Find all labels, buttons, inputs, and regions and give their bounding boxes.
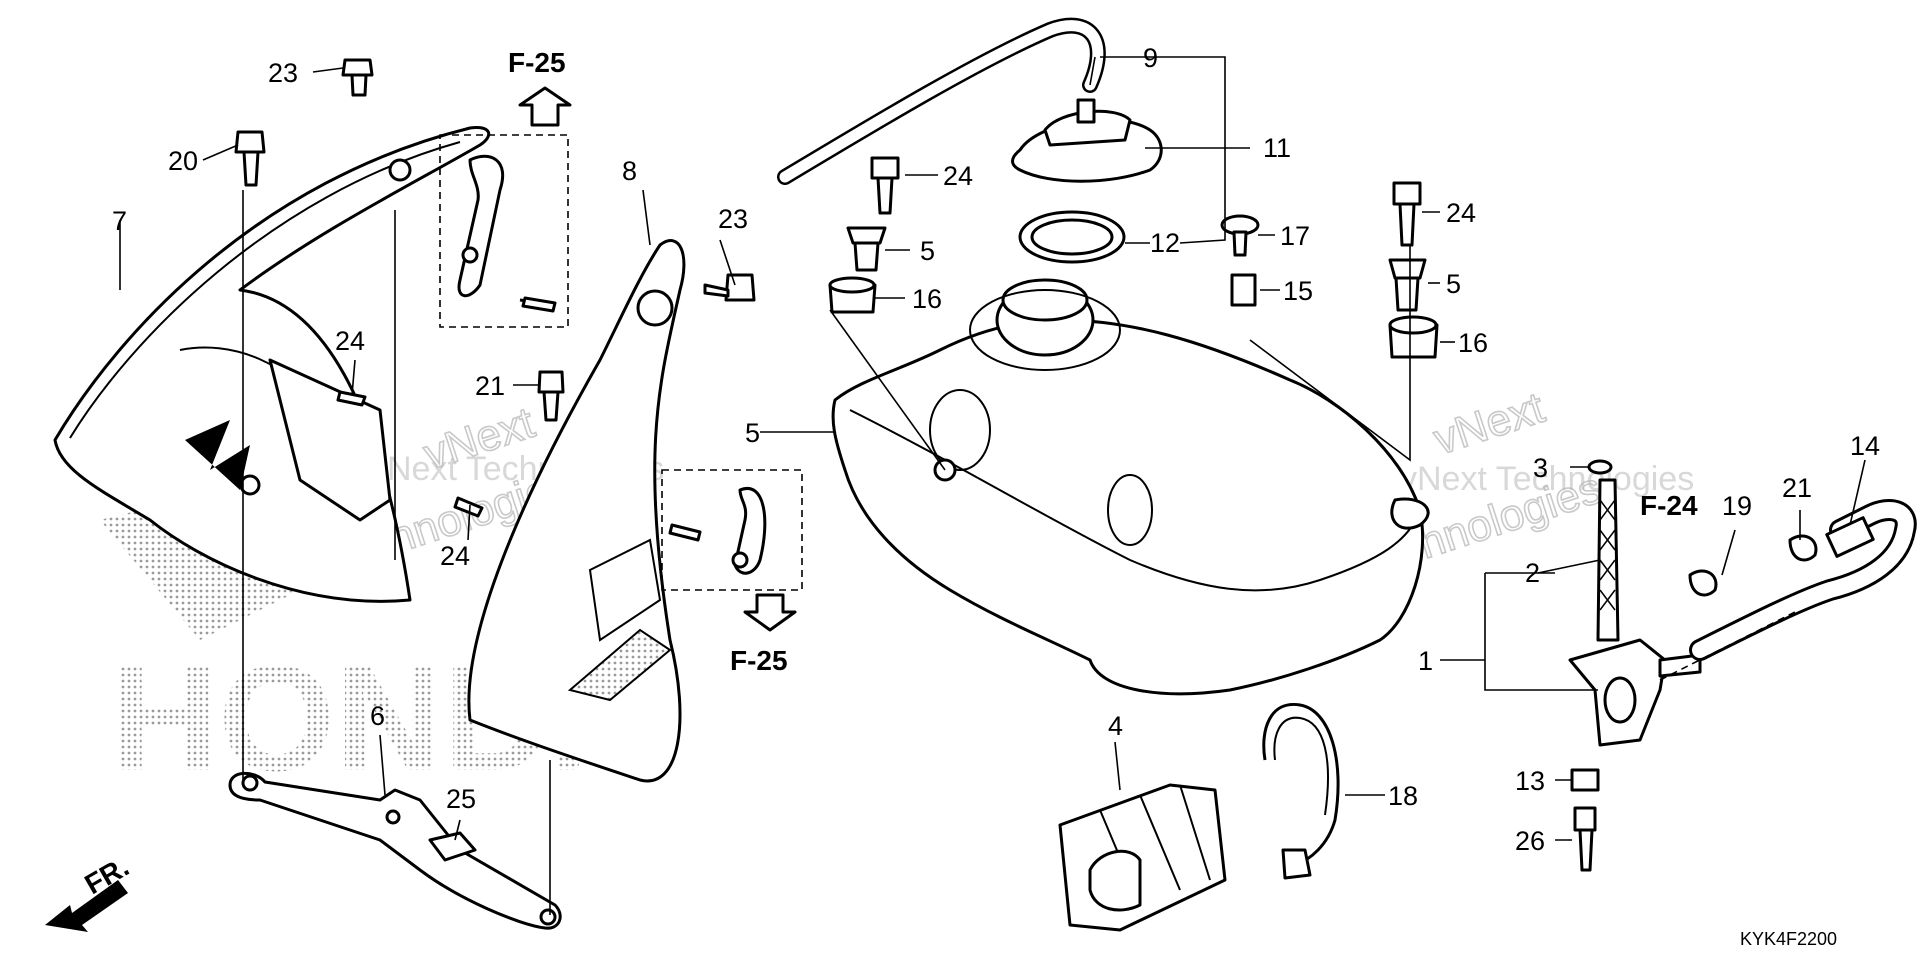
ref-f24-right: F-24	[1640, 490, 1698, 521]
tank-fasteners	[828, 156, 1613, 475]
callout-22-left: 23	[268, 58, 298, 88]
leader-lines	[119, 56, 1866, 915]
callout-1: 1	[1418, 646, 1433, 676]
callout-8: 6	[370, 701, 385, 731]
center-shroud-part-10	[467, 239, 803, 783]
front-direction-arrow-icon	[45, 880, 128, 932]
callout-16-left: 16	[912, 284, 942, 314]
ref-f25-bottom: F-25	[730, 645, 788, 676]
callout-25: 25	[446, 784, 476, 814]
callout-9: 7	[112, 206, 127, 236]
drain-fasteners	[1570, 768, 1600, 872]
callout-11: 11	[1263, 133, 1291, 163]
callout-labels: 7 8 23 20 23 21 24 24 6 25 5 9 11 12 24 …	[112, 43, 1880, 856]
callout-5-left: 5	[920, 236, 935, 266]
callout-4: 4	[1108, 711, 1123, 741]
callout-7: 9	[1143, 43, 1158, 73]
callout-24-right: 24	[1446, 198, 1476, 228]
reference-arrows	[45, 86, 797, 932]
callout-3: 3	[1533, 453, 1548, 483]
tank-band-part-18	[1262, 703, 1340, 880]
diagram-code: KYK4F2200	[1740, 929, 1837, 949]
callout-23-upper: 24	[335, 326, 365, 356]
arrow-up-icon	[518, 86, 572, 127]
wing-logo-left	[185, 420, 250, 490]
callout-10: 8	[622, 156, 637, 186]
fuel-hose-part-14	[1688, 499, 1917, 661]
detail-box-bottom	[661, 469, 803, 591]
fuel-cap-part-11	[1011, 98, 1163, 183]
arrow-down-icon	[743, 593, 797, 632]
watermark-inline-right: vNext Technologies	[1400, 460, 1694, 498]
fuel-valve-part-1	[1568, 478, 1702, 747]
stay-bracket-part-8	[228, 771, 562, 930]
callout-22-center: 23	[718, 204, 748, 234]
callout-17: 17	[1280, 221, 1310, 251]
watermark-right-line1: vNext	[1428, 383, 1550, 464]
callout-16-right: 16	[1458, 328, 1488, 358]
ref-f25-top: F-25	[508, 47, 566, 78]
callout-14: 14	[1850, 431, 1880, 461]
detail-box-top	[439, 134, 569, 328]
gasket-part-12	[1018, 210, 1126, 264]
callout-23-lower: 24	[440, 541, 470, 571]
callout-19: 19	[1722, 491, 1752, 521]
callout-2: 2	[1525, 558, 1540, 588]
callout-18: 18	[1388, 781, 1418, 811]
callout-5-right: 5	[1446, 269, 1461, 299]
breather-hose	[777, 17, 1106, 185]
callout-6: 5	[745, 418, 760, 448]
callout-12: 12	[1150, 228, 1180, 258]
callout-15: 15	[1283, 276, 1313, 306]
fuel-tank-part-6	[831, 278, 1430, 696]
callout-13: 13	[1515, 766, 1545, 796]
callout-21: 21	[1782, 473, 1812, 503]
callout-20-center: 21	[475, 371, 505, 401]
rubber-mount-part-4	[1058, 783, 1227, 932]
callout-20-left: 20	[168, 146, 198, 176]
callout-26: 26	[1515, 826, 1545, 856]
upper-bracket-assembly	[268, 134, 569, 522]
callout-24-left: 24	[943, 161, 973, 191]
